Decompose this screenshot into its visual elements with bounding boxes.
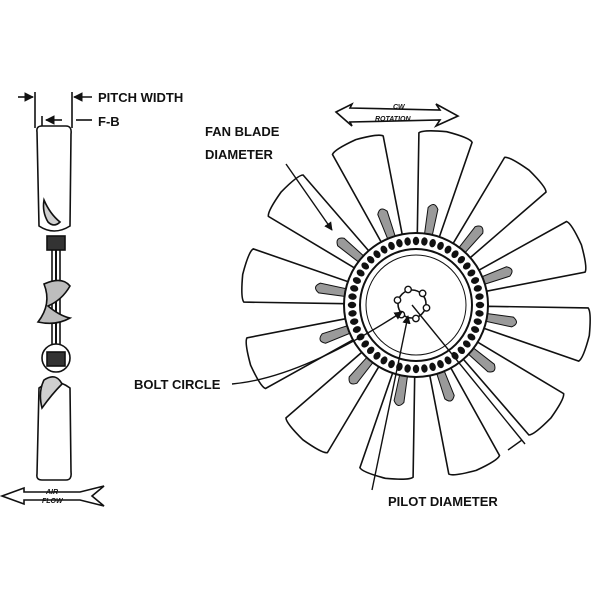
side-upper-blade-twist bbox=[42, 197, 62, 226]
fan-blade-label: FAN BLADE bbox=[205, 124, 280, 139]
bolt-hole bbox=[411, 314, 420, 323]
hub-stud bbox=[361, 262, 370, 270]
hub-stud bbox=[350, 318, 359, 325]
hub-stud bbox=[451, 250, 459, 259]
fan-blade bbox=[359, 371, 416, 480]
pitch-width-label: PITCH WIDTH bbox=[98, 90, 183, 105]
blade-root-rib bbox=[481, 266, 513, 285]
hub-stud bbox=[457, 255, 466, 264]
hub-stud bbox=[444, 245, 452, 254]
hub-stud bbox=[473, 318, 482, 325]
hub-stud bbox=[366, 346, 375, 355]
hub-stud bbox=[475, 301, 485, 309]
fan-blade-leader bbox=[285, 163, 333, 231]
hub-stud bbox=[380, 245, 388, 254]
hub-stud bbox=[361, 340, 370, 348]
side-lower-hub bbox=[46, 351, 66, 367]
hub-stud bbox=[462, 262, 471, 270]
blade-root-rib bbox=[436, 370, 455, 402]
side-upper-hub bbox=[46, 235, 66, 251]
hub-stud bbox=[467, 269, 476, 277]
blade-root-rib bbox=[336, 237, 365, 263]
hub-stud bbox=[462, 340, 471, 348]
hub-stud bbox=[380, 356, 388, 365]
hub-stud bbox=[467, 333, 476, 341]
hub-stud bbox=[404, 237, 411, 246]
hub-stud bbox=[348, 310, 357, 317]
bolt-hole bbox=[418, 289, 427, 298]
hub-stud bbox=[366, 255, 375, 264]
hub-stud bbox=[429, 239, 436, 248]
blade-root-rib bbox=[485, 313, 517, 328]
fb-label: F-B bbox=[98, 114, 120, 129]
blade-root-rib bbox=[348, 356, 374, 385]
blade-root-rib bbox=[458, 225, 484, 254]
bolt-circle-label: BOLT CIRCLE bbox=[134, 377, 221, 392]
hub-face-ring bbox=[365, 254, 467, 356]
hub-stud bbox=[388, 360, 395, 369]
blade-root-rib bbox=[377, 208, 396, 240]
bolt-hole bbox=[404, 285, 412, 294]
blade-root-rib bbox=[424, 204, 439, 236]
cw-label: CW bbox=[393, 104, 406, 111]
blade-root-rib bbox=[315, 282, 347, 297]
hub-stud bbox=[421, 364, 428, 373]
pilot-diameter-label: PILOT DIAMETER bbox=[388, 494, 498, 509]
hub-stud bbox=[412, 364, 420, 374]
hub-stud bbox=[475, 293, 484, 300]
hub-stud bbox=[475, 310, 484, 317]
blade-root-rib bbox=[319, 325, 351, 344]
rotation-label: ROTATION bbox=[375, 116, 411, 123]
hub-stud bbox=[373, 250, 381, 259]
fan-blade bbox=[241, 248, 350, 305]
hub-stud bbox=[350, 285, 359, 292]
side-center-blade bbox=[36, 279, 73, 325]
hub-stud bbox=[348, 293, 357, 300]
air-flow-arrow bbox=[0, 485, 105, 507]
hub-stud bbox=[412, 236, 420, 246]
hub-stud bbox=[356, 269, 365, 277]
bolt-hole bbox=[393, 296, 402, 304]
hub-stud bbox=[473, 285, 482, 292]
hub-stud bbox=[457, 346, 466, 355]
hub-stud bbox=[437, 360, 444, 369]
hub-stud bbox=[421, 237, 428, 246]
fan-blade bbox=[416, 130, 473, 239]
fan-blade bbox=[482, 305, 591, 362]
hub-stud bbox=[471, 277, 480, 284]
pilot-diameter-leader bbox=[371, 315, 411, 491]
hub-stud bbox=[429, 362, 436, 371]
hub-stud bbox=[396, 239, 403, 248]
hub-stud bbox=[451, 351, 459, 360]
front-blade-ribs bbox=[315, 204, 517, 406]
front-hub bbox=[343, 232, 489, 378]
bolt-hole bbox=[422, 303, 431, 312]
diameter-label: DIAMETER bbox=[205, 147, 274, 162]
rotation-arrow bbox=[334, 102, 460, 128]
hub-stud bbox=[404, 364, 411, 373]
flow-label: FLOW bbox=[42, 498, 64, 505]
hub-stud bbox=[347, 301, 357, 309]
hub-stud bbox=[352, 326, 361, 333]
air-label: AIR bbox=[45, 489, 58, 496]
side-view bbox=[0, 92, 105, 507]
hub-stud bbox=[388, 241, 395, 250]
bolt-circle-leader bbox=[231, 311, 403, 385]
blade-root-rib bbox=[393, 374, 408, 406]
hub-stud bbox=[444, 356, 452, 365]
pilot-bore bbox=[397, 289, 427, 319]
side-lower-blade-twist bbox=[39, 376, 63, 410]
hub-stud bbox=[437, 241, 444, 250]
hub-stud-ring bbox=[347, 236, 485, 374]
fan-diameter-tick bbox=[507, 439, 523, 451]
hub-stud bbox=[471, 326, 480, 333]
blade-root-rib bbox=[467, 347, 496, 373]
hub-stud bbox=[352, 277, 361, 284]
fan-diameter-line bbox=[411, 304, 526, 445]
hub-stud bbox=[373, 351, 381, 360]
